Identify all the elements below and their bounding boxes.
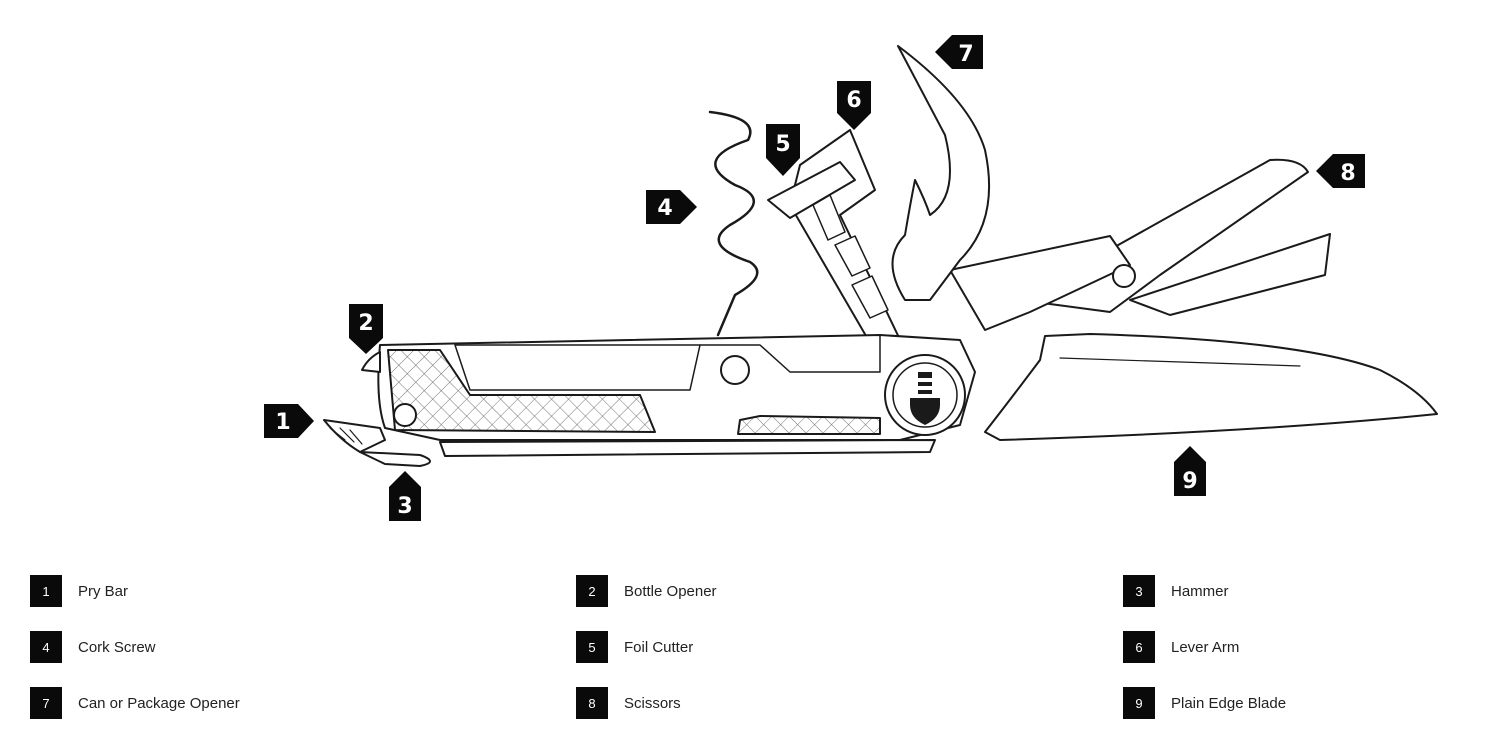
legend-number: 1 (30, 575, 62, 607)
callout-tag-1: 1 (264, 404, 314, 438)
grip-pattern-left (387, 349, 656, 433)
legend-item-bottle-opener: 2 Bottle Opener (576, 574, 717, 608)
callout-tag-8: 8 (1316, 154, 1365, 188)
legend-number: 3 (1123, 575, 1155, 607)
foil-cutter (767, 161, 856, 219)
scissors-handle (949, 235, 1131, 331)
scissors-lower-blade (1129, 233, 1331, 316)
legend-label: Hammer (1171, 582, 1229, 600)
bottle-opener (361, 351, 381, 373)
callout-number-2: 2 (358, 311, 373, 336)
callout-tag-7: 7 (935, 35, 983, 69)
legend-item-cork-screw: 4 Cork Screw (30, 630, 156, 664)
callout-number-9: 9 (1182, 469, 1197, 494)
legend-label: Scissors (624, 694, 681, 712)
callout-tag-3: 3 (389, 471, 421, 521)
callout-number-1: 1 (275, 410, 290, 435)
cork-screw (708, 110, 759, 337)
callout-number-3: 3 (397, 494, 412, 519)
legend-item-scissors: 8 Scissors (576, 686, 681, 720)
legend-label: Lever Arm (1171, 638, 1240, 656)
legend-number: 2 (576, 575, 608, 607)
callout-tag-2: 2 (349, 304, 383, 354)
legend-item-plain-edge-blade: 9 Plain Edge Blade (1123, 686, 1286, 720)
can-opener (891, 45, 991, 301)
callout-number-4: 4 (657, 196, 672, 221)
legend-number: 7 (30, 687, 62, 719)
legend-label: Can or Package Opener (78, 694, 240, 712)
legend-label: Bottle Opener (624, 582, 717, 600)
callout-tag-4: 4 (646, 190, 697, 224)
grip-pattern-right (737, 415, 881, 435)
legend-item-foil-cutter: 5 Foil Cutter (576, 630, 693, 664)
legend-label: Plain Edge Blade (1171, 694, 1287, 712)
legend-label: Foil Cutter (624, 638, 694, 656)
callout-tag-6: 6 (837, 81, 871, 130)
legend-number: 6 (1123, 631, 1155, 663)
legend-number: 4 (30, 631, 62, 663)
multitool-diagram: 1 2 3 4 5 6 7 8 9 (264, 35, 1438, 521)
legend-item-hammer: 3 Hammer (1123, 574, 1229, 608)
callout-number-7: 7 (958, 42, 973, 67)
legend-number: 5 (576, 631, 608, 663)
callout-number-8: 8 (1340, 161, 1355, 186)
callout-number-6: 6 (846, 88, 861, 113)
legend-label: Cork Screw (78, 638, 156, 656)
legend-item-can-opener: 7 Can or Package Opener (30, 686, 240, 720)
callout-tag-9: 9 (1174, 446, 1206, 496)
legend-number: 9 (1123, 687, 1155, 719)
legend-label: Pry Bar (78, 582, 129, 600)
legend-number: 8 (576, 687, 608, 719)
plain-edge-blade (984, 333, 1438, 441)
scissors-pivot (1112, 264, 1136, 288)
callout-tag-5: 5 (766, 124, 800, 176)
legend-item-pry-bar: 1 Pry Bar (30, 574, 128, 608)
legend-item-lever-arm: 6 Lever Arm (1123, 630, 1239, 664)
callout-number-5: 5 (775, 132, 790, 157)
hammer (359, 451, 431, 467)
